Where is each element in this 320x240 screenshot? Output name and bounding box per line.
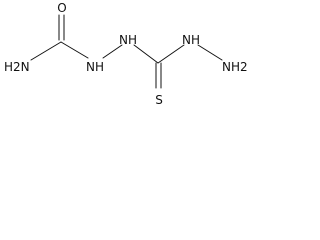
bond-amine-c1 [30,41,62,61]
atom-hydrazide-nh-right-label: NH [119,33,137,47]
bond-nh-nh2 [197,44,223,61]
atom-hydrazide-nh-left-label: NH [86,60,104,74]
bond-c2-nh [157,44,185,64]
bond-nh-c2 [133,44,159,64]
atom-amine-nitrogen-label: H2N [4,60,30,74]
atom-terminal-amine-label: NH2 [222,60,248,74]
chemical-structure: O H2N NH NH S NH NH2 [4,1,248,107]
atom-labels: O H2N NH NH S NH NH2 [4,1,248,107]
atom-oxygen-label: O [57,1,66,15]
atom-hydrazine-nh-label: NH [182,33,200,47]
bond-c1-nh [60,41,89,59]
bond-lines [30,14,223,89]
atom-sulfur-label: S [155,93,163,107]
bond-nh-nh [102,44,123,59]
